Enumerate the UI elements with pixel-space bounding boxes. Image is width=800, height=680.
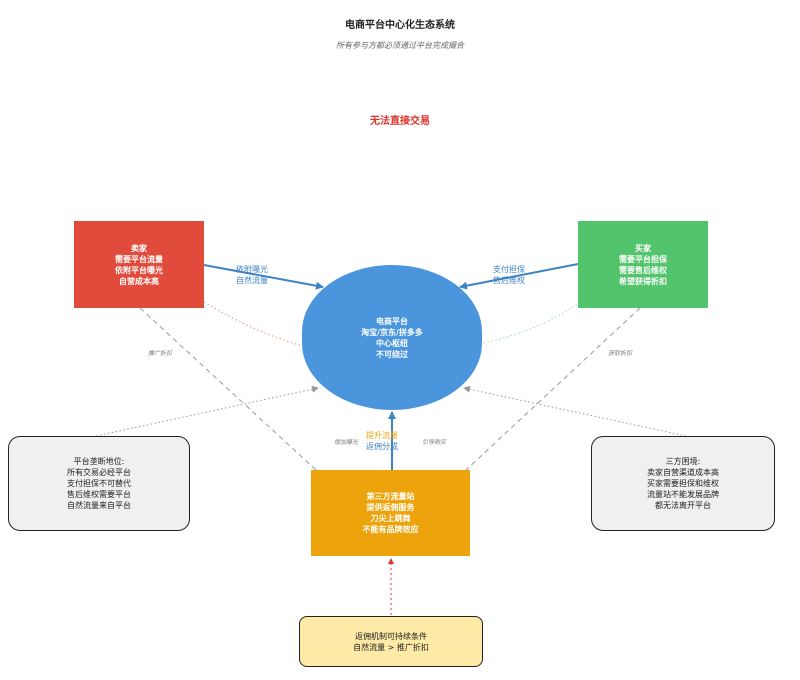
condition-line: 返佣机制可持续条件 bbox=[355, 631, 427, 641]
traffic-platform-label: 提升流量 返佣分成 bbox=[366, 430, 398, 452]
platform-node: 电商平台 淘宝/京东/拼多多 中心枢纽 不可绕过 bbox=[302, 265, 482, 410]
left-note-platform-edge bbox=[95, 385, 319, 437]
condition-line: 自然流量 > 推广折扣 bbox=[353, 642, 429, 652]
three-party-dilemma-note: 三方困境: 卖家自营渠道成本高 买家需要担保和维权 流量站不能发展品牌 都无法离… bbox=[591, 436, 775, 531]
edge-label-line: 售后维权 bbox=[493, 276, 525, 285]
note-line: 支付担保不可替代 bbox=[67, 479, 131, 488]
seller-platform-edge bbox=[203, 264, 324, 290]
edge-label-line: 支付担保 bbox=[493, 265, 525, 274]
platform-line: 淘宝/京东/拼多多 bbox=[361, 327, 423, 337]
edge-label-line: 自然流量 bbox=[236, 276, 268, 285]
platform-monopoly-note: 平台垄断地位: 所有交易必经平台 支付担保不可替代 售后维权需要平台 自然流量来… bbox=[8, 436, 190, 531]
platform-line: 不可绕过 bbox=[376, 349, 408, 359]
traffic-line: 刀尖上跳舞 bbox=[370, 514, 411, 523]
note-line: 所有交易必经平台 bbox=[67, 468, 131, 477]
diagram-title: 电商平台中心化生态系统 bbox=[345, 20, 455, 31]
left-platform-label: 增加曝光 bbox=[334, 439, 359, 446]
right-note-platform-edge bbox=[463, 385, 687, 437]
no-direct-trade-label: 无法直接交易 bbox=[370, 116, 430, 127]
buyer-line: 买家 bbox=[635, 243, 651, 253]
traffic-site-node: 第三方流量站 提供返佣服务 刀尖上跳舞 不能有品牌效应 bbox=[311, 470, 470, 556]
seller-line: 自营成本高 bbox=[119, 276, 159, 286]
buyer-line: 需要平台担保 bbox=[619, 254, 667, 264]
rebate-condition-note: 返佣机制可持续条件 自然流量 > 推广折扣 bbox=[299, 616, 483, 667]
buyer-line: 希望获得折扣 bbox=[619, 276, 667, 286]
edge-label-line: 依附曝光 bbox=[236, 265, 268, 274]
seller-line: 需要平台流量 bbox=[115, 254, 163, 264]
seller-platform-label: 依附曝光 自然流量 bbox=[236, 264, 268, 286]
note-line: 售后维权需要平台 bbox=[67, 490, 131, 499]
diagram-subtitle: 所有参与方都必须通过平台完成撮合 bbox=[336, 41, 464, 50]
seller-traffic-edge bbox=[139, 307, 317, 471]
platform-line: 中心枢纽 bbox=[376, 338, 408, 348]
edge-label-line: 提升流量 bbox=[366, 431, 398, 440]
buyer-platform-label: 支付担保 售后维权 bbox=[493, 264, 525, 286]
note-line: 平台垄断地位: bbox=[73, 457, 125, 466]
buyer-platform-edge bbox=[459, 263, 579, 290]
traffic-line: 提供返佣服务 bbox=[366, 503, 415, 512]
seller-node: 卖家 需要平台流量 依附平台曝光 自营成本高 bbox=[74, 221, 204, 308]
buyer-line: 需要售后维权 bbox=[619, 265, 667, 275]
note-line: 三方困境: bbox=[665, 457, 701, 466]
note-line: 自然流量来自平台 bbox=[67, 501, 131, 510]
traffic-line: 第三方流量站 bbox=[366, 492, 415, 501]
note-line: 流量站不能发展品牌 bbox=[647, 490, 719, 499]
right-platform-label: 引导购买 bbox=[422, 439, 447, 446]
note-line: 都无法离开平台 bbox=[655, 501, 711, 510]
buyer-traffic-edge bbox=[465, 307, 641, 471]
note-line: 卖家自营渠道成本高 bbox=[647, 468, 719, 477]
seller-line: 卖家 bbox=[131, 243, 147, 253]
traffic-line: 不能有品牌效应 bbox=[362, 525, 419, 534]
buyer-traffic-label: 获取折扣 bbox=[608, 350, 633, 357]
seller-line: 依附平台曝光 bbox=[115, 265, 163, 275]
edge-label-line: 返佣分成 bbox=[366, 442, 398, 451]
note-line: 买家需要担保和维权 bbox=[647, 479, 719, 488]
seller-traffic-label: 推广折扣 bbox=[148, 350, 173, 357]
platform-line: 电商平台 bbox=[376, 316, 408, 326]
buyer-node: 买家 需要平台担保 需要售后维权 希望获得折扣 bbox=[578, 221, 708, 308]
